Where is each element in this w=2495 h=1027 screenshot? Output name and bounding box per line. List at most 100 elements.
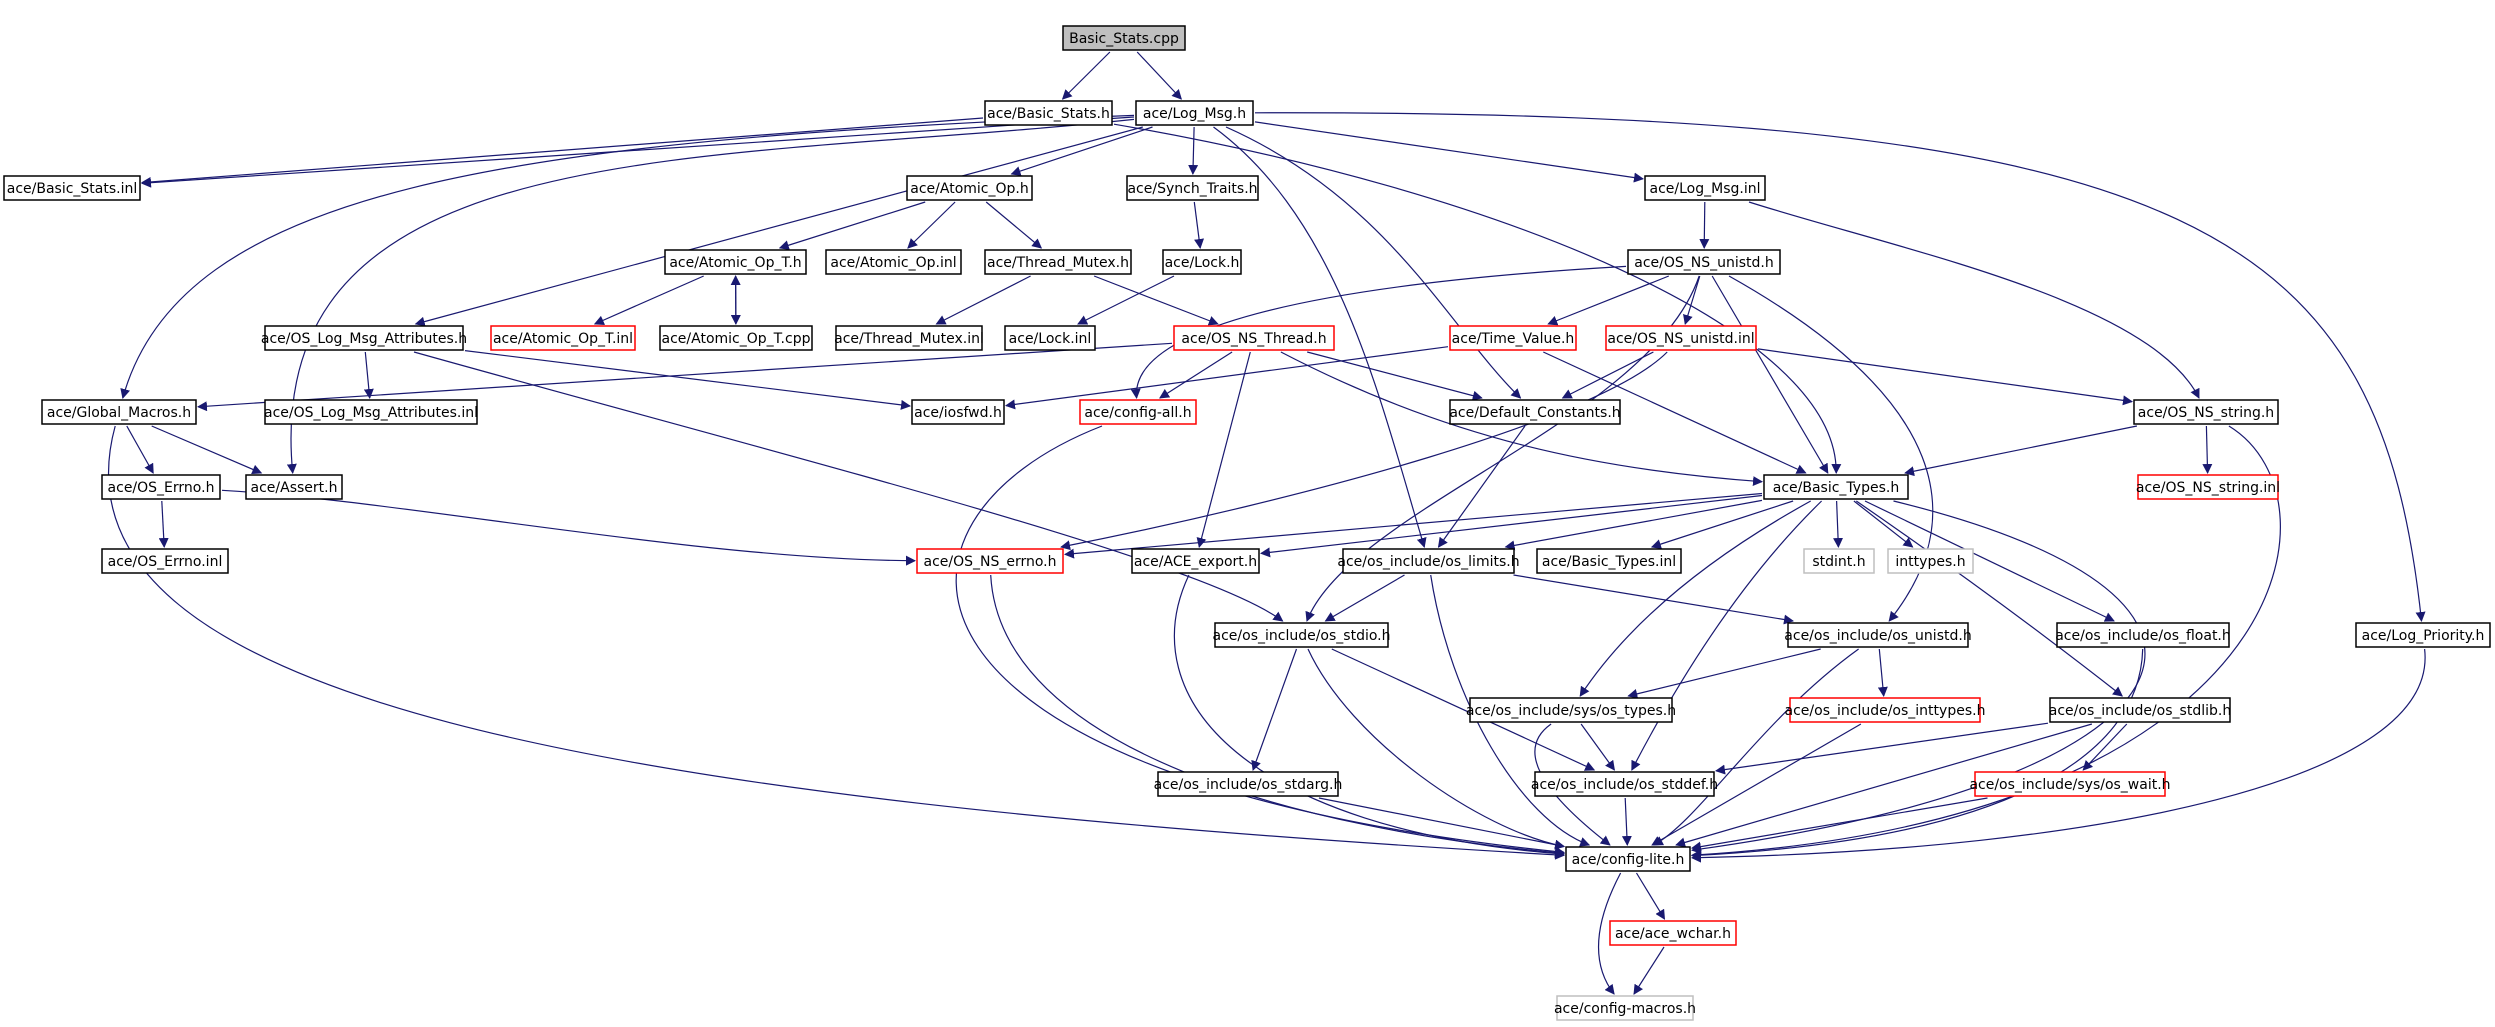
- node-global-macros-h[interactable]: ace/Global_Macros.h: [41, 399, 197, 425]
- node-config-lite-h[interactable]: ace/config-lite.h: [1565, 846, 1691, 872]
- node-os-stdarg-h[interactable]: ace/os_include/os_stdarg.h: [1154, 771, 1343, 797]
- edge-os_stdlib_h-to-os_stddef_h: [1715, 722, 2049, 775]
- node-box: [1214, 622, 1389, 648]
- node-label: ace/Lock.h: [1165, 255, 1240, 271]
- node-label: ace/os_include/os_inttypes.h: [1785, 703, 1986, 719]
- node-os-ns-unistd-h[interactable]: ace/OS_NS_unistd.h: [1627, 249, 1781, 275]
- edge-os_limits_h-to-os_unistd_h: [1513, 574, 1794, 625]
- edge-log_msg_h-to-atomic_op_h: [1010, 126, 1153, 176]
- edge-os_log_msg_attr_h-to-os_log_msg_attr_inl: [363, 351, 374, 399]
- node-os-log-msg-attr-inl[interactable]: ace/OS_Log_Msg_Attributes.inl: [264, 399, 478, 425]
- node-box: [101, 548, 229, 574]
- node-label: ace/os_include/os_stdarg.h: [1154, 777, 1343, 793]
- edge-log_msg_inl-to-os_ns_unistd_h: [1699, 201, 1710, 249]
- node-os-limits-h[interactable]: ace/os_include/os_limits.h: [1337, 548, 1520, 574]
- node-config-macros-h: ace/config-macros.h: [1554, 995, 1696, 1021]
- node-label: ace/Thread_Mutex.inl: [834, 331, 984, 347]
- node-synch-traits-h[interactable]: ace/Synch_Traits.h: [1126, 175, 1259, 201]
- node-os-errno-inl[interactable]: ace/OS_Errno.inl: [101, 548, 229, 574]
- node-box: [1536, 548, 1682, 574]
- node-box: [1004, 325, 1096, 351]
- node-iosfwd-h[interactable]: ace/iosfwd.h: [911, 399, 1005, 425]
- node-sys-os-types-h[interactable]: ace/os_include/sys/os_types.h: [1466, 697, 1676, 723]
- node-time-value-h[interactable]: ace/Time_Value.h: [1449, 325, 1577, 351]
- edge-basic_types_h-to-os_stddef_h: [1631, 500, 1823, 771]
- node-label: ace/OS_NS_errno.h: [923, 554, 1056, 570]
- node-box: [2133, 399, 2279, 425]
- node-os-ns-string-inl[interactable]: ace/OS_NS_string.inl: [2136, 474, 2280, 500]
- node-os-errno-h[interactable]: ace/OS_Errno.h: [101, 474, 221, 500]
- node-os-stdio-h[interactable]: ace/os_include/os_stdio.h: [1213, 622, 1391, 648]
- node-log-msg-h[interactable]: ace/Log_Msg.h: [1135, 100, 1254, 126]
- edge-os_ns_unistd_inl-to-os_ns_string_h: [1757, 348, 2133, 406]
- node-box: [916, 548, 1064, 574]
- node-basic-types-inl[interactable]: ace/Basic_Types.inl: [1536, 548, 1682, 574]
- node-basic-stats-cpp[interactable]: Basic_Stats.cpp: [1062, 25, 1186, 51]
- node-label: ace/OS_Log_Msg_Attributes.h: [261, 331, 467, 347]
- node-lock-h[interactable]: ace/Lock.h: [1162, 249, 1242, 275]
- node-atomic-op-t-inl[interactable]: ace/Atomic_Op_T.inl: [490, 325, 636, 351]
- node-assert-h[interactable]: ace/Assert.h: [245, 474, 343, 500]
- node-ace-export-h[interactable]: ace/ACE_export.h: [1131, 548, 1260, 574]
- node-box: [490, 325, 636, 351]
- node-os-ns-string-h[interactable]: ace/OS_NS_string.h: [2133, 399, 2279, 425]
- node-box: [664, 249, 807, 275]
- edge-os_limits_h-to-os_stdio_h: [1324, 574, 1405, 622]
- edge-os_stddef_h-to-config_lite_h: [1621, 797, 1632, 846]
- node-basic-types-h[interactable]: ace/Basic_Types.h: [1763, 474, 1909, 500]
- node-box: [825, 249, 962, 275]
- node-box: [245, 474, 343, 500]
- node-basic-stats-inl[interactable]: ace/Basic_Stats.inl: [3, 175, 141, 201]
- node-box: [659, 325, 813, 351]
- node-os-ns-errno-h[interactable]: ace/OS_NS_errno.h: [916, 548, 1064, 574]
- node-label: ace/OS_NS_string.inl: [2136, 480, 2280, 496]
- node-box: [1126, 175, 1259, 201]
- edge-os_stdio_h-to-os_stdarg_h: [1251, 648, 1298, 771]
- node-label: stdint.h: [1812, 554, 1865, 570]
- node-os-stdlib-h[interactable]: ace/os_include/os_stdlib.h: [2049, 697, 2231, 723]
- node-atomic-op-inl[interactable]: ace/Atomic_Op.inl: [825, 249, 962, 275]
- edge-config_lite_h-to-ace_wchar_h: [1635, 872, 1666, 920]
- node-sys-os-wait-h[interactable]: ace/os_include/sys/os_wait.h: [1969, 771, 2171, 797]
- edge-os_log_msg_attr_h-to-iosfwd_h: [464, 350, 911, 410]
- edge-basic_types_h-to-os_ns_errno_h: [1064, 492, 1763, 559]
- node-os-ns-unistd-inl[interactable]: ace/OS_NS_unistd.inl: [1605, 325, 1757, 351]
- edge-log_msg_h-to-log_msg_inl: [1254, 121, 1644, 183]
- node-os-ns-thread-h[interactable]: ace/OS_NS_Thread.h: [1173, 325, 1335, 351]
- node-label: ace/Atomic_Op_T.inl: [493, 331, 633, 347]
- node-label: ace/os_include/sys/os_wait.h: [1969, 777, 2170, 793]
- node-label: ace/os_include/os_stdio.h: [1213, 628, 1391, 644]
- node-os-inttypes-h[interactable]: ace/os_include/os_inttypes.h: [1785, 697, 1986, 723]
- node-label: ace/OS_Errno.h: [108, 480, 215, 496]
- edge-thread_mutex_h-to-thread_mutex_inl: [935, 275, 1031, 325]
- edge-os_unistd_h-to-sys_os_types_h: [1627, 648, 1821, 699]
- node-atomic-op-h[interactable]: ace/Atomic_Op.h: [906, 175, 1033, 201]
- node-basic-stats-h[interactable]: ace/Basic_Stats.h: [984, 100, 1113, 126]
- edge-time_value_h-to-basic_types_h: [1543, 351, 1807, 474]
- node-atomic-op-t-cpp[interactable]: ace/Atomic_Op_T.cpp: [659, 325, 813, 351]
- node-label: Basic_Stats.cpp: [1069, 31, 1179, 47]
- edge-basic_types_h-to-os_stdlib_h: [1855, 500, 2123, 697]
- node-lock-inl[interactable]: ace/Lock.inl: [1004, 325, 1096, 351]
- node-config-all-h[interactable]: ace/config-all.h: [1079, 399, 1197, 425]
- node-log-msg-inl[interactable]: ace/Log_Msg.inl: [1644, 175, 1766, 201]
- node-ace-wchar-h[interactable]: ace/ace_wchar.h: [1609, 920, 1737, 946]
- node-log-priority-h[interactable]: ace/Log_Priority.h: [2355, 622, 2491, 648]
- edge-basic_stats_cpp-to-log_msg_h: [1136, 51, 1182, 100]
- node-thread-mutex-inl[interactable]: ace/Thread_Mutex.inl: [834, 325, 984, 351]
- node-os-unistd-h[interactable]: ace/os_include/os_unistd.h: [1784, 622, 1972, 648]
- node-box: [1157, 771, 1339, 797]
- node-atomic-op-t-h[interactable]: ace/Atomic_Op_T.h: [664, 249, 807, 275]
- edge-basic_stats_cpp-to-basic_stats_h: [1061, 51, 1111, 100]
- edge-os_ns_thread_h-to-config_all_h: [1159, 351, 1233, 399]
- node-label: ace/Basic_Types.h: [1773, 480, 1899, 496]
- node-label: ace/Basic_Stats.h: [987, 106, 1110, 122]
- node-os-log-msg-attr-h[interactable]: ace/OS_Log_Msg_Attributes.h: [261, 325, 467, 351]
- edge-os_errno_h-to-os_errno_inl: [158, 500, 169, 548]
- node-os-float-h[interactable]: ace/os_include/os_float.h: [2055, 622, 2231, 648]
- node-thread-mutex-h[interactable]: ace/Thread_Mutex.h: [984, 249, 1132, 275]
- node-default-constants-h[interactable]: ace/Default_Constants.h: [1449, 399, 1621, 425]
- node-os-stddef-h[interactable]: ace/os_include/os_stddef.h: [1531, 771, 1718, 797]
- node-box: [1469, 697, 1673, 723]
- edge-log_msg_h-to-basic_stats_inl: [141, 116, 1135, 188]
